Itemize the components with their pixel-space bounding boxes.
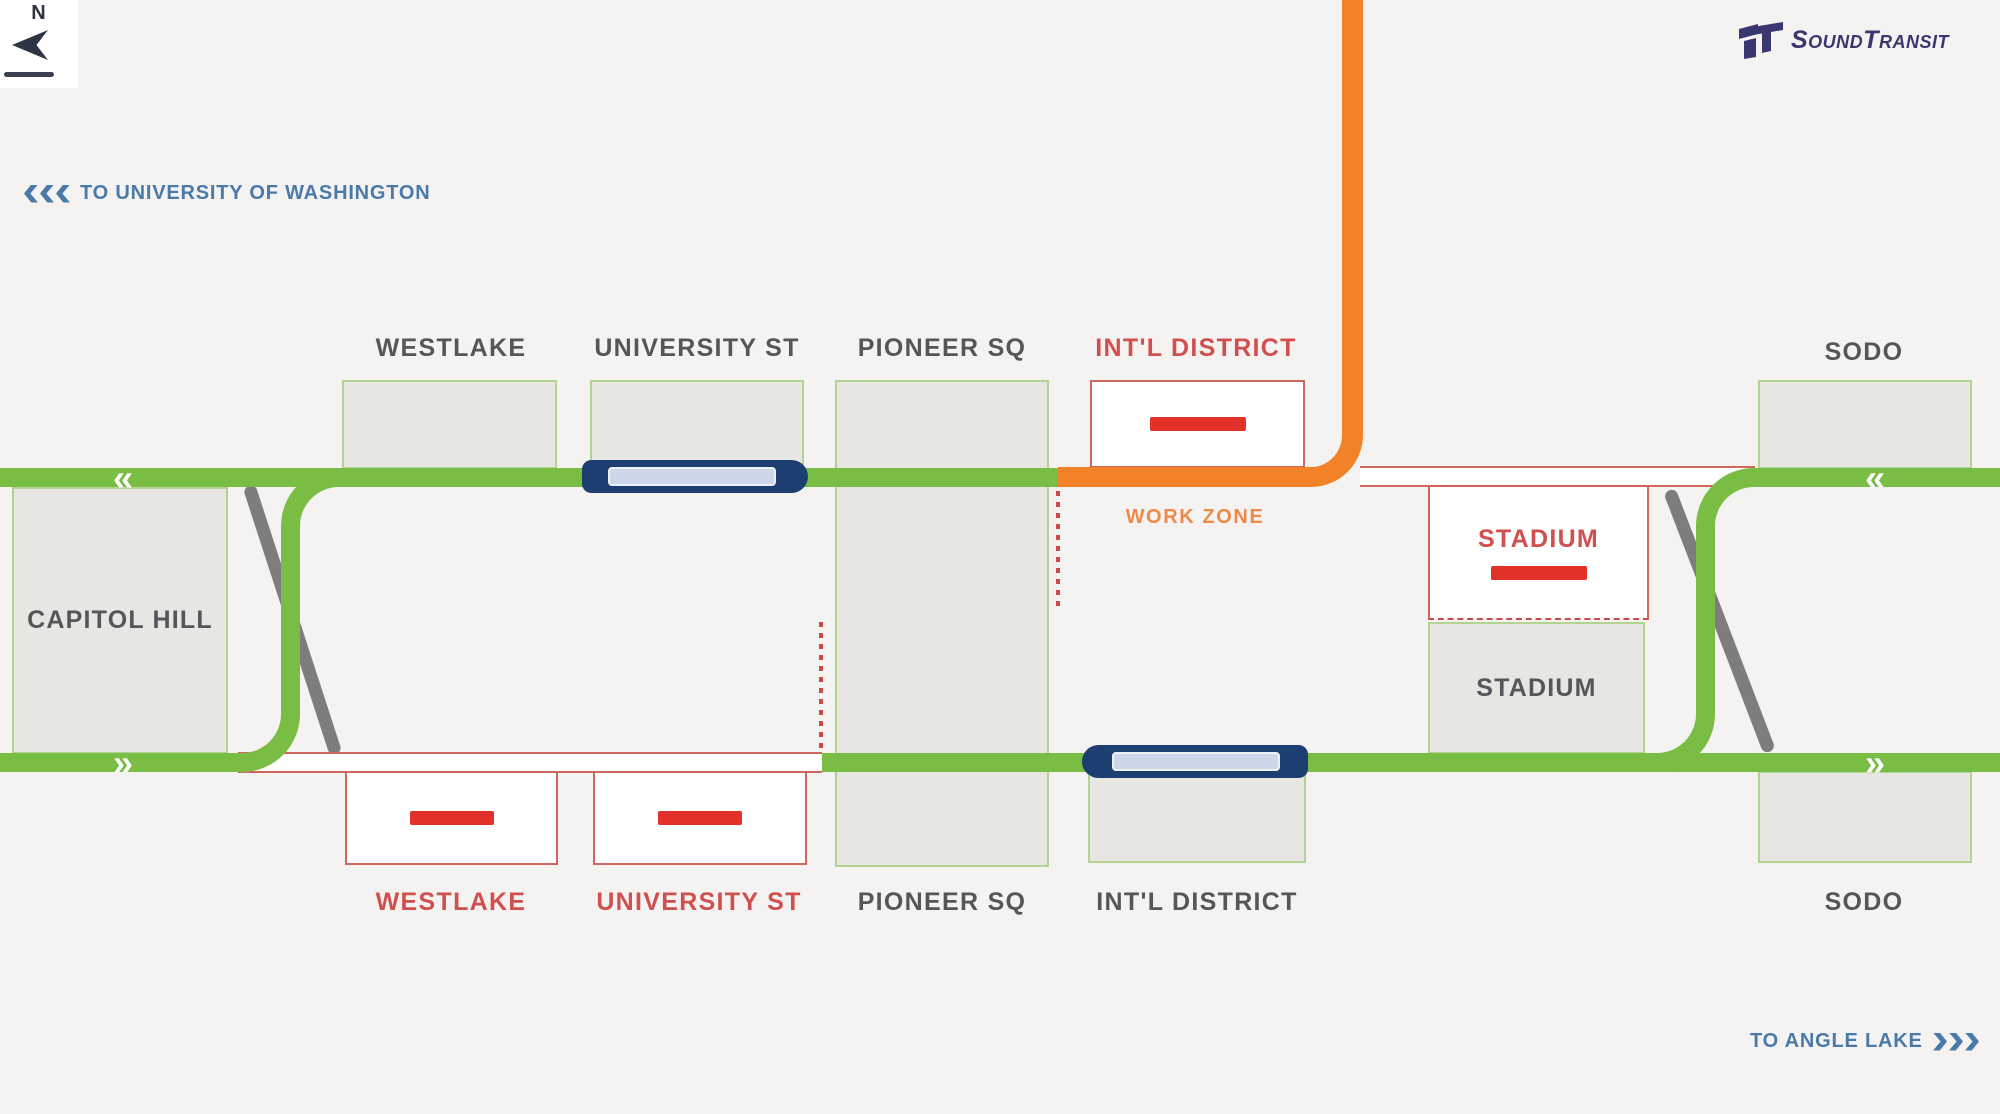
brand-wordmark: SoundTransit (1791, 25, 1949, 54)
platform-sodo-top (1758, 380, 1972, 469)
closed-platform-university-st-bottom (593, 771, 807, 865)
crossover-green-right-upper (1696, 468, 1775, 640)
platform-capitol-hill: CAPITOL HILL (12, 487, 228, 754)
north-arrow-icon (12, 30, 48, 60)
sound-transit-logo: SoundTransit (1738, 20, 1949, 60)
closed-track-bottom (238, 752, 822, 773)
station-label-westlake-top: WESTLAKE (375, 334, 527, 362)
station-label-university-st-bottom: UNIVERSITY ST (596, 888, 802, 916)
closed-station-dash-icon (658, 811, 742, 825)
direction-to-angle-lake: TO ANGLE LAKE (1750, 1030, 1979, 1053)
direction-to-university-of-washington: TO UNIVERSITY OF WASHINGTON (24, 182, 431, 205)
compass: N (0, 0, 78, 88)
platform-sodo-bottom (1758, 771, 1972, 863)
platform-stadium-open: STADIUM (1428, 622, 1645, 754)
work-zone-label: WORK ZONE (1125, 506, 1265, 528)
closed-station-dash-icon (409, 811, 494, 825)
station-label-sodo-top: SODO (1824, 338, 1904, 366)
station-label-intl-district-top: INT'L DISTRICT (1095, 334, 1297, 362)
track-top-green-east (1755, 468, 2000, 487)
compass-north-label: N (31, 2, 47, 24)
closed-station-dash-icon (1490, 565, 1587, 580)
platform-intl-district-bottom (1088, 771, 1306, 863)
triple-chevron-left-icon (24, 184, 70, 203)
platform-university-st-top (590, 380, 804, 469)
compass-underline (4, 72, 54, 77)
platform-westlake-top (342, 380, 557, 469)
station-label-intl-district-bottom: INT'L DISTRICT (1096, 888, 1298, 916)
track-bottom-green-west (0, 753, 240, 772)
train-body (608, 467, 776, 486)
station-label-university-st-top: UNIVERSITY ST (594, 334, 800, 362)
crossover-green-left-upper (281, 468, 346, 640)
station-label-stadium-closed: STADIUM (1477, 524, 1600, 553)
closed-station-dash-icon (1149, 417, 1246, 431)
closed-track-top (1360, 466, 1755, 487)
closed-platform-stadium: STADIUM (1428, 486, 1649, 620)
station-label-pioneer-sq-top: PIONEER SQ (857, 334, 1027, 362)
train-body (1112, 752, 1280, 771)
station-label-stadium-open: STADIUM (1476, 673, 1597, 702)
track-top-green-west (0, 468, 1058, 487)
station-label-westlake-bottom: WESTLAKE (375, 888, 527, 916)
track-bottom-green-east (822, 753, 2000, 772)
track-chevron-left-icon: « (112, 456, 133, 498)
direction-right-label: TO ANGLE LAKE (1750, 1030, 1923, 1052)
closed-platform-intl-district-top (1090, 380, 1305, 468)
station-label-capitol-hill: CAPITOL HILL (27, 606, 213, 634)
closed-platform-westlake-bottom (345, 771, 558, 865)
track-chevron-right-icon: » (1864, 741, 1885, 783)
triple-chevron-right-icon (1933, 1033, 1979, 1051)
train-icon-bottom-track (1082, 745, 1308, 778)
station-label-sodo-bottom: SODO (1824, 888, 1904, 916)
train-icon-top-track (582, 460, 808, 493)
track-chevron-right-icon: » (112, 741, 133, 783)
work-boundary-dotted-line (1056, 491, 1060, 608)
platform-pioneer-sq-center (835, 380, 1049, 867)
work-zone-line-horizontal (1058, 467, 1308, 487)
direction-left-label: TO UNIVERSITY OF WASHINGTON (80, 182, 431, 204)
work-boundary-dotted-line (819, 622, 823, 753)
track-chevron-left-icon: « (1864, 456, 1885, 498)
work-zone-line-curve (1295, 0, 1363, 487)
sound-transit-t-icon (1739, 22, 1783, 59)
station-label-pioneer-sq-bottom: PIONEER SQ (857, 888, 1027, 916)
